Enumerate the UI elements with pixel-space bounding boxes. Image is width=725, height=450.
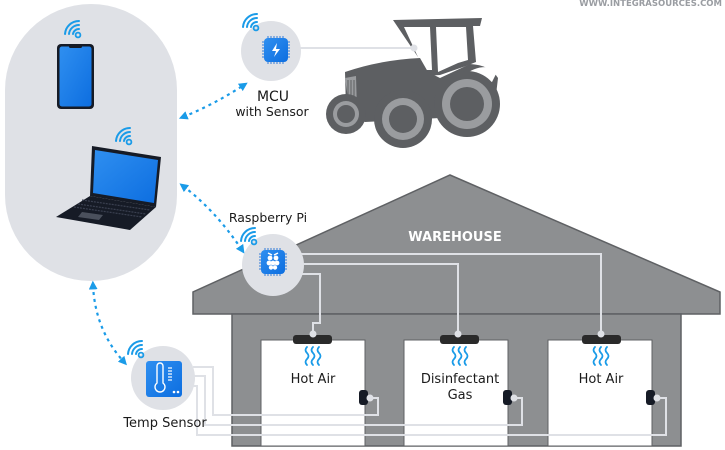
temp-sensor-label: Temp Sensor	[122, 416, 207, 431]
wall-sensor-3	[646, 390, 661, 405]
warehouse-title: WAREHOUSE	[408, 230, 501, 245]
raspberry-chip-icon	[258, 247, 288, 277]
laptop-icon	[56, 146, 161, 230]
raspberry-wires	[298, 253, 602, 334]
lightning-chip-icon	[261, 35, 291, 65]
mcu-node[interactable]: MCU with Sensor	[235, 12, 310, 119]
wall-sensor-1	[359, 390, 374, 405]
link-client-raspberry	[179, 183, 245, 254]
raspberry-pi-node[interactable]: Raspberry Pi	[229, 210, 307, 296]
tractor-sensor-point	[410, 44, 418, 52]
room-2-label-line2: Gas	[448, 388, 473, 403]
client-devices-group	[5, 4, 177, 281]
room-1-label: Hot Air	[291, 372, 336, 387]
room-1	[260, 339, 366, 447]
temp-sensor-wires	[190, 366, 667, 436]
temp-sensor-node[interactable]: Temp Sensor	[122, 339, 207, 431]
smartphone-icon	[57, 44, 94, 109]
warehouse-roof	[192, 174, 721, 315]
tractor-icon	[326, 18, 500, 148]
mcu-label-line1: MCU	[257, 89, 289, 105]
watermark: WWW.INTEGRASOURCES.COM	[579, 0, 722, 9]
heater-1	[293, 330, 332, 344]
raspberry-pi-label: Raspberry Pi	[229, 210, 307, 225]
room-2-label-line1: Disinfectant	[421, 372, 499, 387]
room-3-label: Hot Air	[579, 372, 624, 387]
heater-3	[582, 330, 621, 344]
mcu-label-line2: with Sensor	[235, 104, 309, 119]
room-3	[547, 339, 653, 447]
link-client-temp	[88, 280, 127, 366]
wall-sensor-2	[503, 390, 518, 405]
thermometer-icon	[146, 361, 182, 397]
heater-2	[440, 330, 479, 344]
